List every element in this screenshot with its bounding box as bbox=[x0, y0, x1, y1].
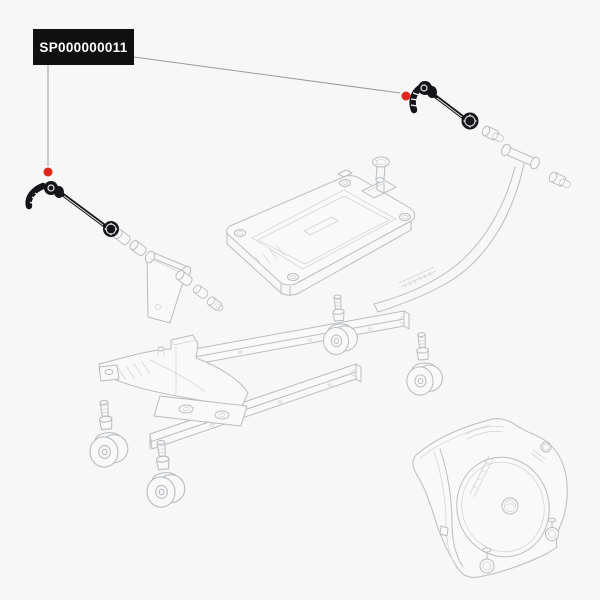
adjustment-knob bbox=[372, 156, 390, 194]
caster-wheel bbox=[141, 437, 188, 510]
part-marker-dot-left[interactable] bbox=[43, 167, 53, 177]
bike-travel-case bbox=[412, 418, 568, 578]
axle-bracket-plate bbox=[144, 250, 192, 324]
platform-tray bbox=[226, 169, 416, 297]
t-handle-tube bbox=[373, 143, 540, 313]
quick-release-skewer-left[interactable] bbox=[25, 181, 119, 237]
caster-wheel bbox=[403, 330, 445, 397]
base-frame-upright bbox=[98, 334, 249, 427]
leader-lines bbox=[47, 56, 401, 166]
part-marker-dot-right[interactable] bbox=[401, 91, 411, 101]
part-number-label[interactable]: SP000000011 bbox=[33, 29, 134, 65]
frame-rail-lower bbox=[149, 363, 362, 450]
quick-release-skewer-right[interactable] bbox=[409, 81, 479, 130]
caster-wheel bbox=[84, 397, 131, 470]
axle-spacers bbox=[173, 268, 225, 313]
